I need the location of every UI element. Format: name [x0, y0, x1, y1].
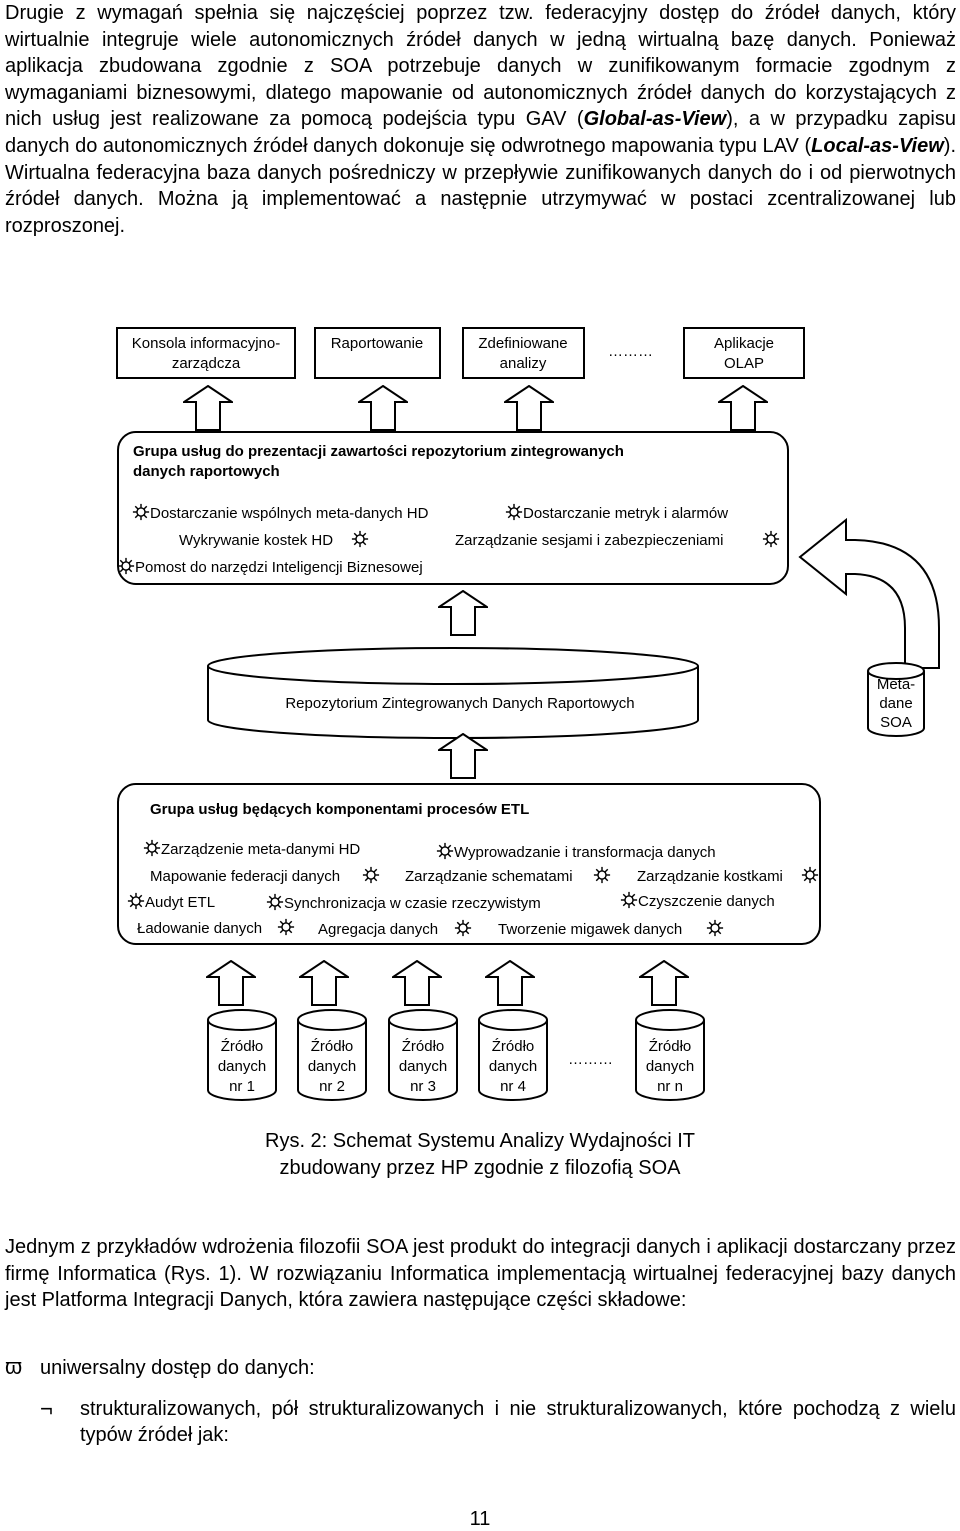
presentation-item: Zarządzanie sesjami i zabezpieczeniami — [455, 532, 723, 549]
figure-caption-line-2: zbudowany przez HP zgodnie z filozofią S… — [279, 1157, 681, 1179]
body-paragraph: Jednym z przykładów wdrożenia filozofii … — [5, 1236, 956, 1312]
up-arrow-icon — [206, 960, 256, 1006]
etl-item: Zarządzanie kostkami — [637, 868, 783, 885]
source-label-1: Źródło — [649, 1038, 692, 1055]
metadata-soa-cylinder: Meta- dane SOA — [867, 662, 925, 737]
app-console-label-2: zarządcza — [172, 355, 241, 372]
source-label-2: danych — [489, 1058, 537, 1075]
app-olap-label-1: Aplikacje — [714, 335, 774, 352]
etl-item: Synchronizacja w czasie rzeczywistym — [284, 895, 541, 912]
presentation-services-group: Grupa usług do prezentacji zawartości re… — [117, 431, 789, 585]
repository-label: Repozytorium Zintegrowanych Danych Rapor… — [285, 695, 634, 712]
data-source-cylinder: Źródło danych nr 2 — [297, 1009, 367, 1101]
source-label-1: Źródło — [311, 1038, 354, 1055]
presentation-item: Dostarczanie wspólnych meta-danych HD — [150, 505, 429, 522]
metadata-label-3: SOA — [880, 714, 912, 731]
term-gav: Global-as-View — [583, 108, 727, 131]
up-arrow-icon — [358, 385, 408, 431]
app-analyses-label-1: Zdefiniowane — [478, 335, 567, 352]
source-label-3: nr 2 — [319, 1078, 345, 1095]
app-analyses-label-2: analizy — [500, 355, 547, 372]
intro-paragraph: Drugie z wymagań spełnia się najczęściej… — [5, 0, 956, 239]
page-number: 11 — [469, 1508, 491, 1530]
source-label-3: nr n — [657, 1078, 683, 1095]
source-label-2: danych — [646, 1058, 694, 1075]
term-lav: Local-as-View — [811, 134, 944, 157]
curved-arrow-icon — [798, 517, 940, 669]
source-label-1: Źródło — [402, 1038, 445, 1055]
up-arrow-icon — [392, 960, 442, 1006]
data-source-cylinder: Źródło danych nr 3 — [388, 1009, 458, 1101]
intro-text-1: Drugie z wymagań spełnia się najczęściej… — [5, 2, 956, 131]
source-label-1: Źródło — [221, 1038, 264, 1055]
up-arrow-icon — [718, 385, 768, 431]
presentation-title-2: danych raportowych — [133, 463, 280, 480]
bullet-symbol: ϖ — [5, 1354, 23, 1379]
etl-item: Wyprowadzanie i transformacja danych — [454, 844, 716, 861]
source-label-3: nr 1 — [229, 1078, 255, 1095]
source-label-2: danych — [218, 1058, 266, 1075]
etl-item: Agregacja danych — [318, 921, 438, 938]
app-olap-label-2: OLAP — [724, 355, 764, 372]
intro-text-2: ), a w przypadku zapisu danych do autono… — [5, 108, 956, 157]
source-label-3: nr 3 — [410, 1078, 436, 1095]
up-arrow-icon — [485, 960, 535, 1006]
app-console-label-1: Konsola informacyjno- — [132, 335, 280, 352]
presentation-item: Dostarczanie metryk i alarmów — [523, 505, 728, 522]
sources-ellipsis: ……… — [568, 1051, 613, 1068]
repository-cylinder: Repozytorium Zintegrowanych Danych Rapor… — [207, 647, 699, 739]
app-box-defined-analyses: Zdefiniowane analizy — [462, 327, 585, 379]
app-box-olap: Aplikacje OLAP — [683, 327, 805, 379]
etl-item: Mapowanie federacji danych — [150, 868, 340, 885]
etl-services-group: Grupa usług będących komponentami proces… — [117, 783, 821, 945]
up-arrow-icon — [183, 385, 233, 431]
source-label-2: danych — [399, 1058, 447, 1075]
bullet-item: strukturalizowanych, pół strukturalizowa… — [80, 1398, 956, 1446]
intro-text-3: ). Wirtualna federacyjna baza danych poś… — [5, 134, 956, 237]
data-source-cylinder: Źródło danych nr n — [635, 1009, 705, 1101]
source-label-3: nr 4 — [500, 1078, 526, 1095]
bullet-item: uniwersalny dostęp do danych: — [40, 1357, 315, 1379]
source-label-1: Źródło — [492, 1038, 535, 1055]
up-arrow-icon — [504, 385, 554, 431]
etl-item: Czyszczenie danych — [638, 893, 775, 910]
up-arrow-icon — [639, 960, 689, 1006]
etl-item: Zarządzanie schematami — [405, 868, 573, 885]
app-box-reporting: Raportowanie — [314, 327, 441, 379]
up-arrow-icon — [438, 733, 488, 779]
up-arrow-icon — [299, 960, 349, 1006]
app-reporting-label: Raportowanie — [331, 335, 424, 352]
figure-caption-line-1: Rys. 2: Schemat Systemu Analizy Wydajnoś… — [265, 1130, 695, 1152]
app-box-console: Konsola informacyjno- zarządcza — [116, 327, 296, 379]
etl-item: Zarządzenie meta-danymi HD — [161, 841, 360, 858]
metadata-label-1: Meta- — [877, 676, 915, 693]
etl-item: Tworzenie migawek danych — [498, 921, 682, 938]
presentation-title-1: Grupa usług do prezentacji zawartości re… — [133, 443, 624, 460]
data-source-cylinder: Źródło danych nr 1 — [207, 1009, 277, 1101]
soa-architecture-diagram: Konsola informacyjno- zarządcza Raportow… — [116, 327, 940, 1101]
presentation-item: Pomost do narzędzi Inteligencji Biznesow… — [135, 559, 423, 576]
presentation-item: Wykrywanie kostek HD — [179, 532, 333, 549]
data-source-cylinder: Źródło danych nr 4 — [478, 1009, 548, 1101]
source-label-2: danych — [308, 1058, 356, 1075]
etl-item: Audyt ETL — [145, 894, 215, 911]
etl-title: Grupa usług będących komponentami proces… — [150, 801, 529, 818]
bullet-symbol: ¬ — [40, 1396, 53, 1421]
metadata-label-2: dane — [879, 695, 912, 712]
apps-ellipsis: ……… — [608, 343, 653, 360]
up-arrow-icon — [438, 590, 488, 636]
etl-item: Ładowanie danych — [137, 920, 262, 937]
